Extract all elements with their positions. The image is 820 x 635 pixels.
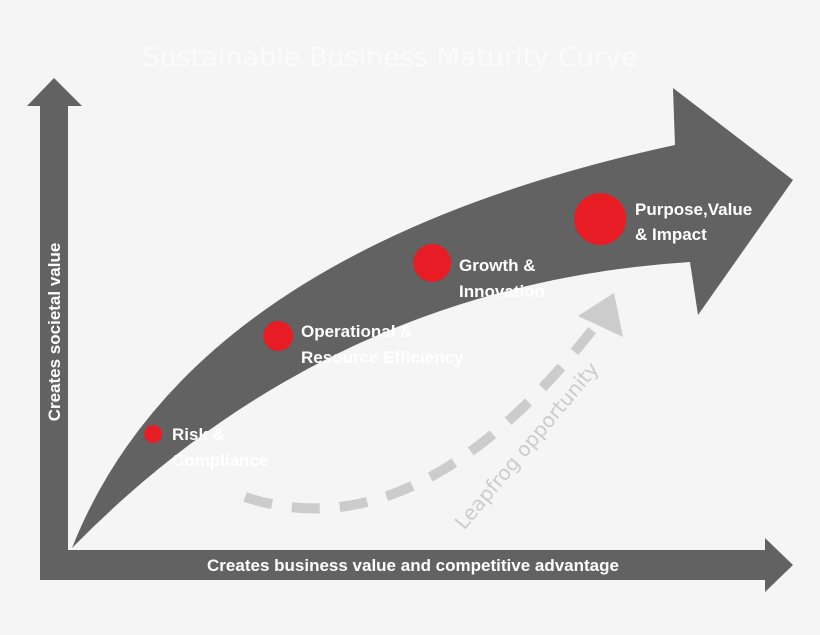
stage-label-growth-2: Innovation <box>459 282 545 301</box>
stage-label-operational-2: Resource Efficiency <box>301 348 464 367</box>
stage-label-risk-2: Compliance <box>172 451 268 470</box>
x-axis-arrow <box>40 538 793 592</box>
leapfrog-dashed-arrow <box>243 316 604 514</box>
leapfrog-arrowhead-icon <box>578 293 623 337</box>
stage-dot-risk <box>144 425 162 443</box>
stage-label-growth-1: Growth & <box>459 256 536 275</box>
stage-label-operational-1: Operational & <box>301 322 412 341</box>
stage-dot-operational <box>263 321 293 351</box>
diagram-title: Sustainable Business Maturity Curve <box>142 42 637 73</box>
stage-dot-growth <box>413 244 451 282</box>
stage-label-risk-1: Risk & <box>172 425 225 444</box>
y-axis-label: Creates societal value <box>45 243 64 422</box>
x-axis-label: Creates business value and competitive a… <box>207 556 619 575</box>
stage-dot-purpose <box>574 193 626 245</box>
stage-label-purpose-2: & Impact <box>635 225 707 244</box>
stage-label-purpose-1: Purpose,Value <box>635 200 752 219</box>
y-axis-arrow <box>27 78 82 580</box>
